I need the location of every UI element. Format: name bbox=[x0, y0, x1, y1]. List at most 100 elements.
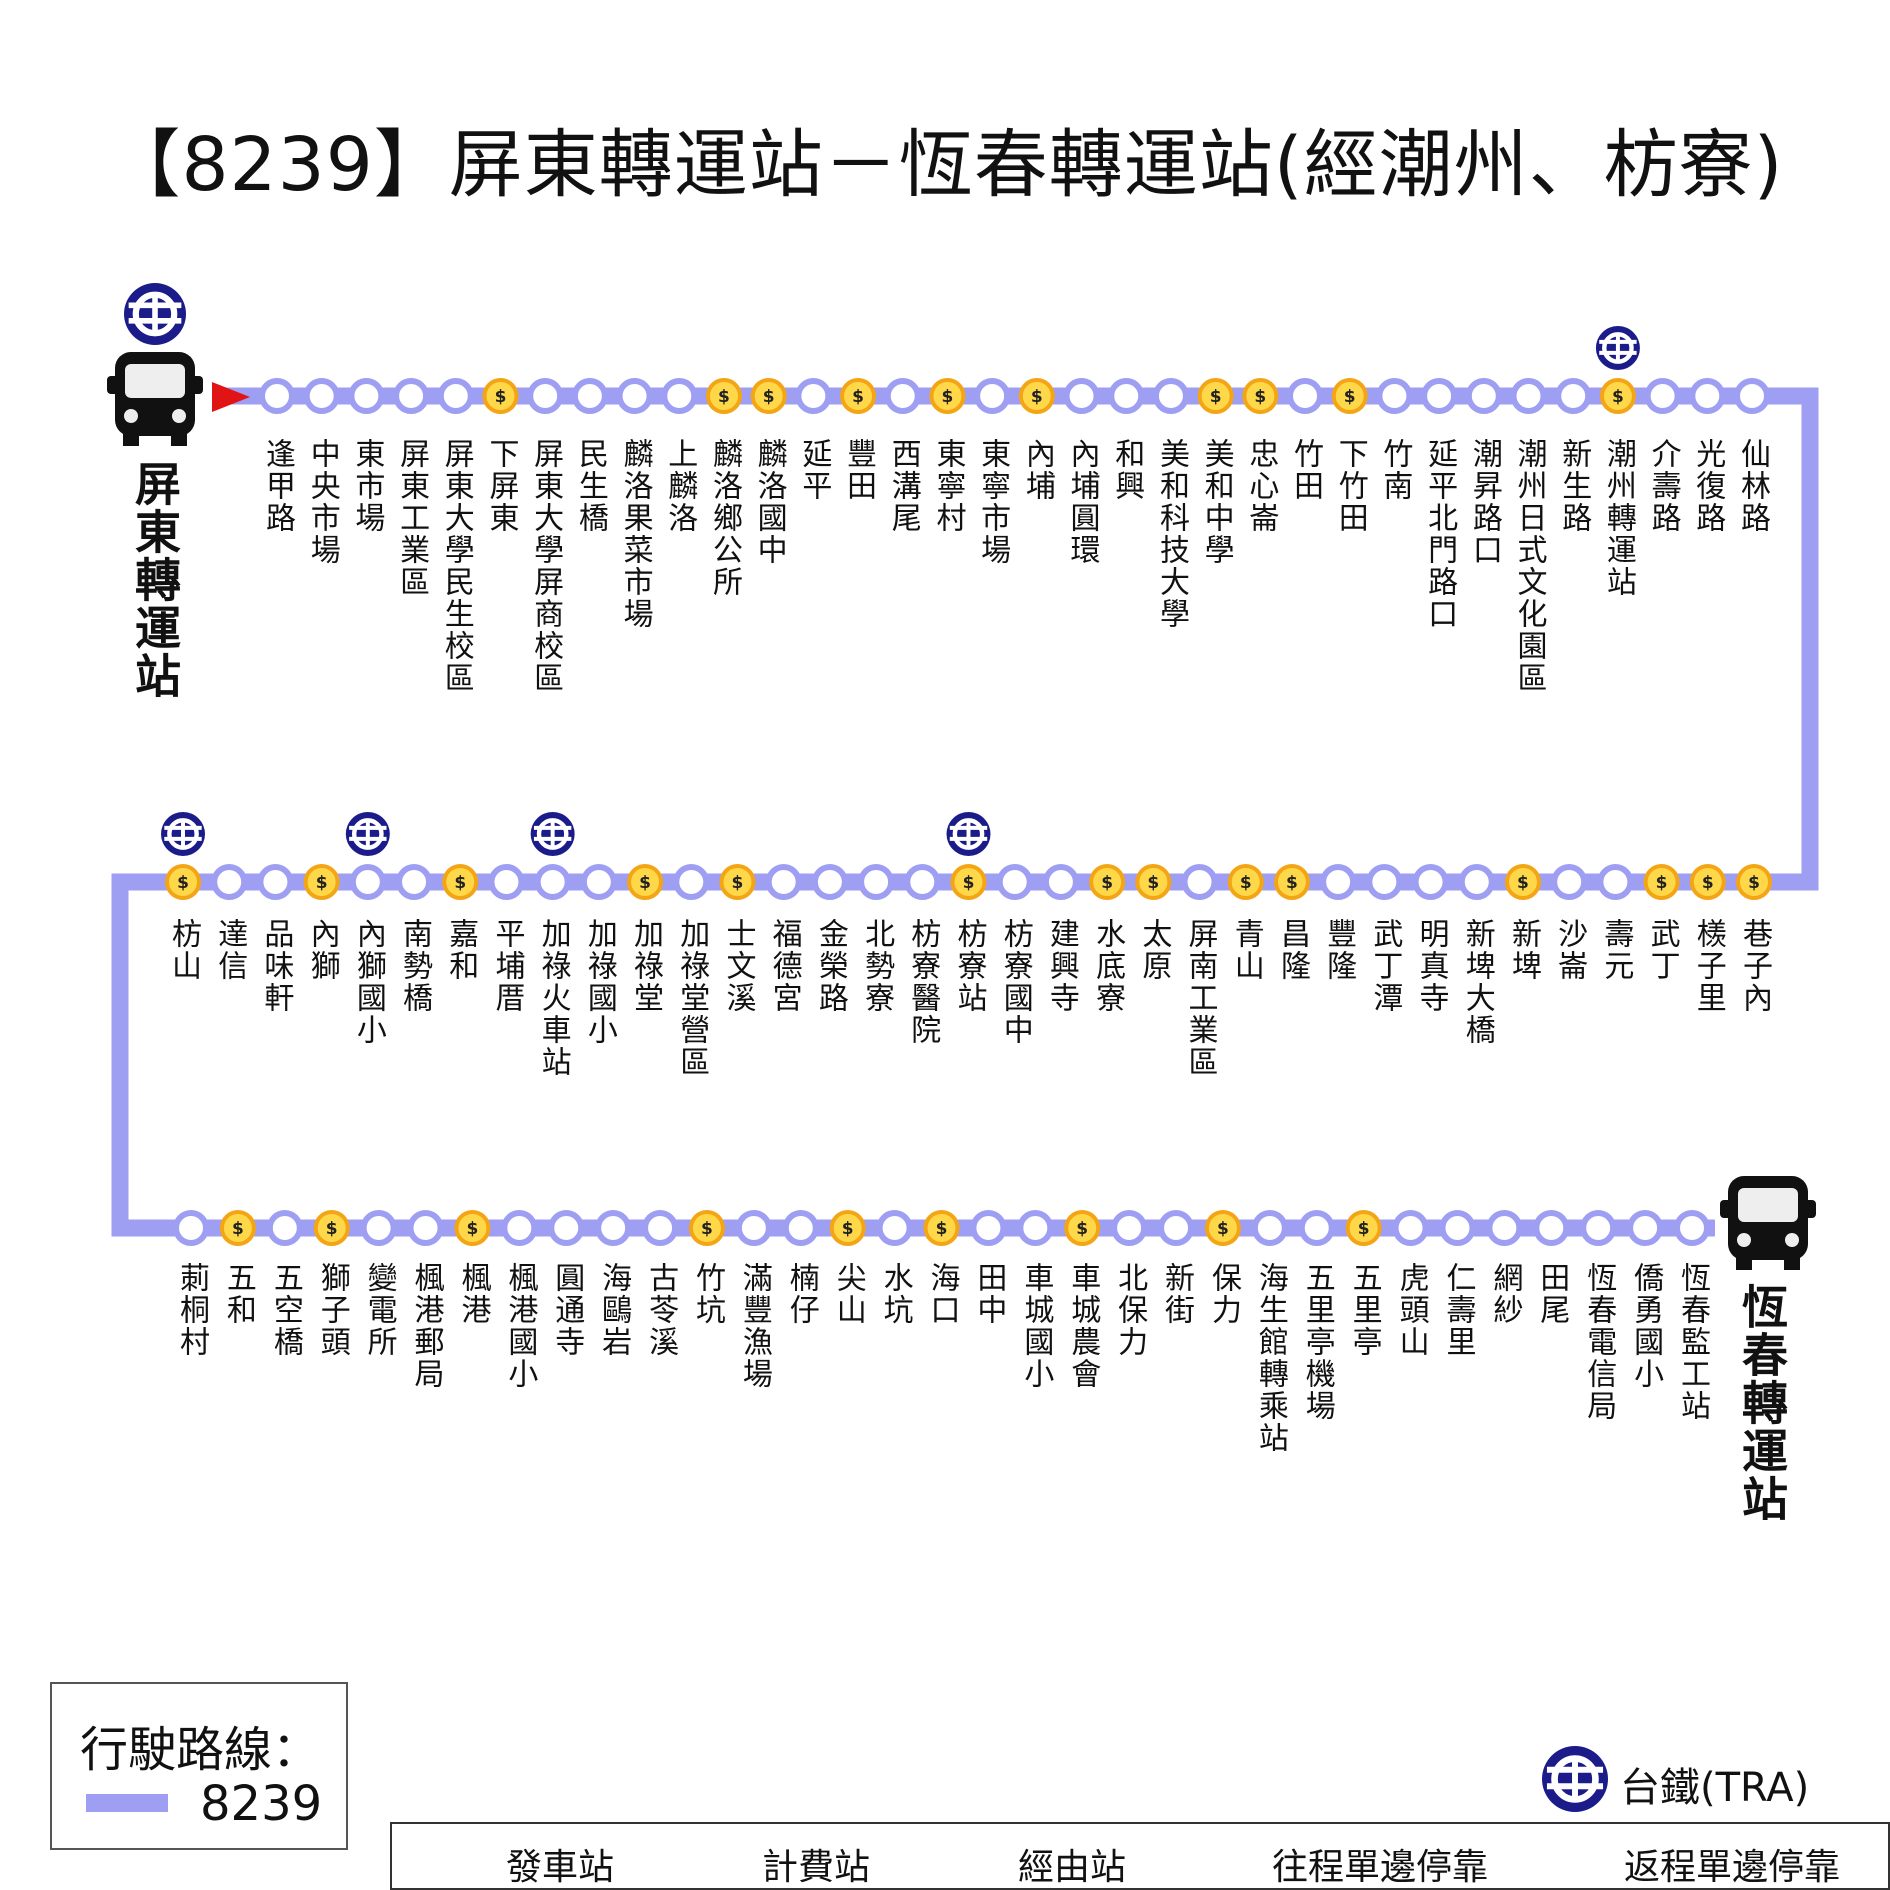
stop-label: 僑勇國小 bbox=[1628, 1262, 1664, 1390]
row3-stop33-via-marker bbox=[1674, 1210, 1710, 1246]
stop-label: 檨子里 bbox=[1690, 918, 1726, 1014]
row2-stop35-fare-marker bbox=[1736, 864, 1772, 900]
stop-label: 新街 bbox=[1159, 1262, 1195, 1326]
stop-label: 田尾 bbox=[1534, 1262, 1570, 1326]
row2-stop6-via-marker bbox=[396, 864, 433, 900]
row2-stop33-fare-marker bbox=[1643, 864, 1680, 900]
row1-stop3-via-marker bbox=[348, 378, 385, 414]
row3-stop19-via-marker bbox=[1017, 1210, 1054, 1246]
stop-label: 獅子頭 bbox=[314, 1262, 350, 1358]
page-title: 【8239】屏東轉運站－恆春轉運站(經潮州、枋寮) bbox=[106, 122, 1784, 208]
stop-label: 光復路 bbox=[1690, 438, 1726, 534]
row1-stop12-fare-marker-symbol: $ bbox=[763, 387, 775, 407]
row3-stop11-via-marker bbox=[642, 1210, 679, 1246]
row2-stop10-via-marker bbox=[580, 864, 617, 900]
stop-label: 潮昇路口 bbox=[1466, 438, 1502, 566]
stop-label: 新生路 bbox=[1556, 438, 1592, 534]
row2-stop9-via-marker bbox=[534, 864, 571, 900]
row3-stop2-fare-marker bbox=[219, 1210, 256, 1246]
legend-route-number: 8239 bbox=[200, 1776, 323, 1832]
row3-stop5-via-marker bbox=[360, 1210, 397, 1246]
row2-stop32-via-marker bbox=[1597, 864, 1634, 900]
row1-stop17-via-marker bbox=[974, 378, 1011, 414]
row3-stop8-via-marker bbox=[501, 1210, 538, 1246]
outbound-direction-arrow bbox=[212, 382, 250, 412]
row2-stop17-via-marker bbox=[904, 864, 941, 900]
row1-stop25-fare-marker-symbol: $ bbox=[1344, 387, 1356, 407]
stop-label: 品味軒 bbox=[258, 918, 294, 1014]
stop-label: 民生橋 bbox=[572, 438, 608, 534]
stop-label: 潮州轉運站 bbox=[1600, 438, 1636, 598]
legend-title: 行駛路線： bbox=[80, 1722, 321, 1778]
stop-label: 虎頭山 bbox=[1393, 1262, 1429, 1358]
row2-stop24-fare-marker bbox=[1227, 864, 1264, 900]
stop-label: 保力 bbox=[1205, 1262, 1241, 1326]
row2-stop2-via-marker bbox=[211, 864, 248, 900]
row3-stop13-via-marker bbox=[735, 1210, 772, 1246]
row1-stop13-via-marker bbox=[795, 378, 832, 414]
stop-label: 五里亭 bbox=[1346, 1262, 1382, 1358]
end-terminal-bus-icon-light-left bbox=[1737, 1233, 1751, 1247]
row3-stop6-via-marker bbox=[407, 1210, 444, 1246]
row1-stop23-fare-marker bbox=[1242, 378, 1279, 414]
row2-stop29-via-marker bbox=[1458, 864, 1495, 900]
stop-label: 內埔圓環 bbox=[1064, 438, 1100, 566]
row2-stop1-fare-marker-symbol: $ bbox=[177, 873, 189, 893]
stop-label: 楠仔 bbox=[783, 1262, 819, 1326]
row1-stop11-fare-marker bbox=[705, 378, 742, 414]
stop-label: 枋寮醫院 bbox=[905, 918, 941, 1046]
row2-stop24-fare-marker-symbol: $ bbox=[1240, 873, 1252, 893]
row2-stop34-fare-marker-symbol: $ bbox=[1702, 873, 1714, 893]
stop-label: 車城農會 bbox=[1065, 1262, 1101, 1390]
row2-stop30-fare-marker bbox=[1504, 864, 1541, 900]
row1-stop29-via-marker bbox=[1510, 378, 1547, 414]
row3-stop18-via-marker bbox=[970, 1210, 1007, 1246]
end-terminal-bus-icon-window bbox=[1738, 1188, 1798, 1222]
stop-label: 東市場 bbox=[349, 438, 385, 534]
key-fare-label: 計費站 bbox=[762, 1847, 871, 1888]
row2-stop30-fare-marker-symbol: $ bbox=[1517, 873, 1529, 893]
row2-stop3-via-marker bbox=[257, 864, 294, 900]
stop-label: 屏東大學屏商校區 bbox=[528, 438, 564, 694]
stop-label: 滿豐漁場 bbox=[736, 1262, 772, 1390]
row2-stop7-fare-marker bbox=[442, 864, 479, 900]
row1-stop6-fare-marker bbox=[482, 378, 519, 414]
stop-label: 加祿堂營區 bbox=[674, 918, 710, 1078]
stop-label: 明真寺 bbox=[1413, 918, 1449, 1014]
stop-label: 枋山 bbox=[166, 918, 201, 982]
stop-label: 內獅 bbox=[304, 918, 340, 982]
stop-label: 楓港國小 bbox=[502, 1262, 538, 1390]
key-return-label: 返程單邊停靠 bbox=[1624, 1847, 1841, 1888]
stop-label: 南勢橋 bbox=[397, 918, 433, 1014]
row1-stop34-via-marker bbox=[1734, 378, 1770, 414]
row3-stop29-via-marker bbox=[1486, 1210, 1523, 1246]
stop-label: 內獅國小 bbox=[350, 918, 386, 1046]
stop-label: 昌隆 bbox=[1274, 918, 1310, 982]
row1-stop20-via-marker bbox=[1108, 378, 1145, 414]
row1-stop28-via-marker bbox=[1465, 378, 1502, 414]
legend-route-swatch bbox=[86, 1794, 168, 1812]
row1-stop22-fare-marker-symbol: $ bbox=[1210, 387, 1222, 407]
row2-stop25-fare-marker bbox=[1273, 864, 1310, 900]
stop-label: 下竹田 bbox=[1332, 438, 1368, 534]
stop-label: 新埤 bbox=[1505, 918, 1541, 982]
row1-stop14-fare-marker-symbol: $ bbox=[852, 387, 864, 407]
stop-label: 仁壽里 bbox=[1440, 1262, 1476, 1358]
row2-stop5-via-marker bbox=[349, 864, 386, 900]
stop-label: 屏南工業區 bbox=[1182, 918, 1218, 1078]
row2-stop4-fare-marker-symbol: $ bbox=[316, 873, 328, 893]
stop-label: 海生館轉乘站 bbox=[1252, 1262, 1288, 1454]
row3-stop21-via-marker bbox=[1111, 1210, 1148, 1246]
row1-stop10-via-marker bbox=[661, 378, 698, 414]
stop-label: 古苓溪 bbox=[643, 1262, 679, 1358]
row2-stop8-via-marker bbox=[488, 864, 525, 900]
stop-label: 東寧市場 bbox=[975, 438, 1011, 566]
row3-stop28-via-marker bbox=[1439, 1210, 1476, 1246]
row2-stop35-fare-marker-symbol: $ bbox=[1748, 873, 1760, 893]
end-terminal-label: 恆春轉運站 bbox=[1735, 1283, 1789, 1523]
stop-label: 海口 bbox=[924, 1262, 960, 1326]
end-terminal-bus-icon-wheel-right bbox=[1784, 1258, 1800, 1270]
stop-label: 巷子內 bbox=[1737, 918, 1772, 1014]
stop-label: 北勢寮 bbox=[859, 918, 895, 1014]
row3-stop25-via-marker bbox=[1298, 1210, 1335, 1246]
